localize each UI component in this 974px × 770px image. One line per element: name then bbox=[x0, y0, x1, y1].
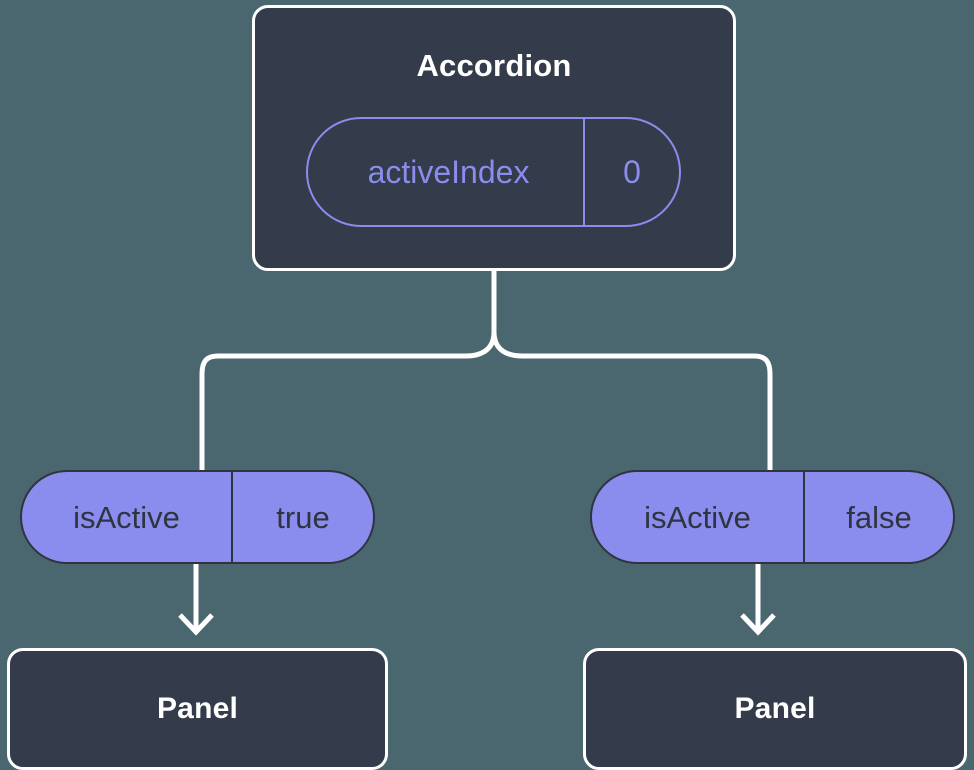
arrow-right-pill-to-panel bbox=[740, 564, 776, 636]
accordion-node-title: Accordion bbox=[416, 48, 572, 83]
panel-node-title: Panel bbox=[734, 692, 816, 725]
state-pill-active-index[interactable]: activeIndex 0 bbox=[306, 117, 681, 227]
prop-pill-key: isActive bbox=[592, 472, 805, 562]
prop-pill-value: false bbox=[846, 499, 912, 535]
panel-node-title: Panel bbox=[156, 692, 239, 725]
state-pill-key: activeIndex bbox=[308, 119, 585, 225]
panel-component-node-left[interactable]: Panel bbox=[7, 648, 388, 770]
prop-pill-value: true bbox=[276, 499, 330, 535]
brace-split-right bbox=[491, 329, 773, 473]
brace-split bbox=[199, 329, 497, 473]
arrow-left-pill-to-panel bbox=[178, 564, 214, 636]
prop-pill-key: isActive bbox=[22, 472, 233, 562]
panel-component-node-right[interactable]: Panel bbox=[583, 648, 967, 770]
prop-pill-is-active-true[interactable]: isActive true bbox=[20, 470, 375, 564]
state-pill-value: 0 bbox=[623, 154, 641, 190]
prop-pill-is-active-false[interactable]: isActive false bbox=[590, 470, 955, 564]
